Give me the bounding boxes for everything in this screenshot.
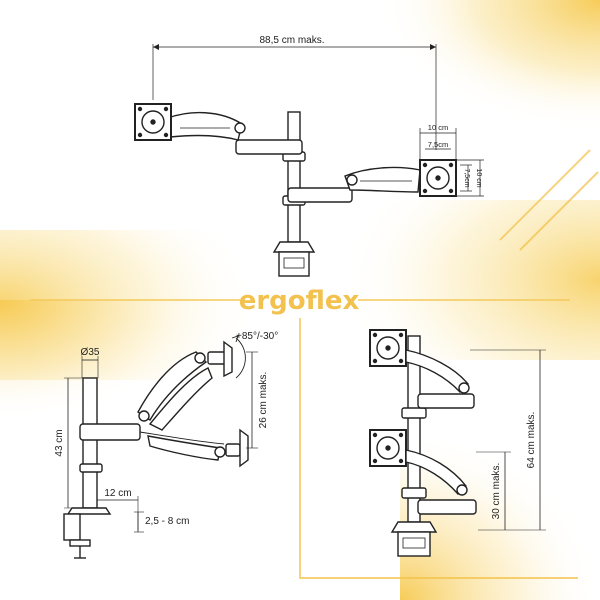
vesa-inner-label: 7,5cm	[428, 140, 448, 149]
pole-diameter-label: Ø35	[81, 347, 100, 358]
vesa-inner-v-label: 7,5cm	[463, 168, 470, 187]
top-panel: 88,5 cm maks.	[134, 35, 484, 277]
max-reach-label: 88,5 cm maks.	[259, 35, 324, 46]
clamp-offset-label: 12 cm	[104, 488, 131, 499]
tilt-range-label: +85°/-30°	[236, 331, 278, 342]
ergoflex-logo: ergoflex	[30, 286, 570, 316]
side-panel: Ø35 43 cm +85°/-30° 26 cm maks.	[54, 331, 278, 559]
pole-height-label: 43 cm	[54, 429, 65, 456]
vesa-outer-label: 10 cm	[428, 123, 448, 132]
stack-panel: 64 cm maks. 30 cm maks.	[299, 318, 578, 579]
lower-height-label: 30 cm maks.	[491, 463, 502, 520]
total-height-label: 64 cm maks.	[526, 412, 537, 469]
brand-name: ergoflex	[239, 286, 360, 316]
desk-thickness-label: 2,5 - 8 cm	[145, 516, 189, 527]
max-reach-dimension	[152, 44, 437, 150]
vesa-dimensions	[419, 128, 484, 197]
arm-height-label: 26 cm maks.	[258, 372, 269, 429]
vesa-outer-v-label: 10 cm	[475, 168, 482, 187]
